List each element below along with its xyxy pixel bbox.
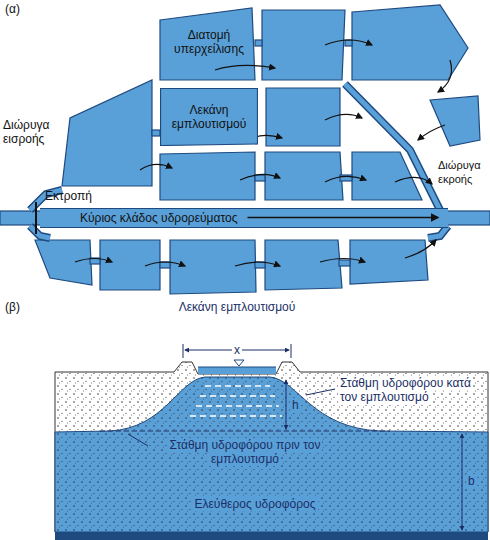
drawing-part [345,84,440,210]
panel-label: (β) [5,300,20,314]
drawing-part [183,344,184,358]
drawing-part [75,259,112,263]
basin [62,80,152,186]
drawing-part [325,176,366,182]
basin [170,240,256,294]
drawing-part [345,84,440,210]
drawing-part [286,380,287,429]
basin [160,152,255,200]
soil [55,362,488,532]
water-level-symbol [234,360,244,366]
label-holder: Εκτροπή [45,189,125,203]
drawing-part [55,362,488,532]
flow-arrow [247,217,438,219]
node-text: Λεκάνη εμπλουτισμού [166,103,252,131]
callout-label: Στάθμη υδροφόρου πριν τον εμπλουτισμό [168,438,323,466]
overflow-section [152,130,160,136]
drawing-part [140,164,172,170]
label-holder: x [229,343,245,357]
drawing-part [205,385,270,387]
drawing-part [240,174,280,180]
basin [430,96,480,146]
region-label: Ελεύθερος υδροφόρος [192,497,317,511]
drawing-part [198,367,276,368]
basin [350,240,428,284]
drawing-part [200,395,275,397]
overflow-section [255,262,265,268]
basin [100,240,160,290]
plan-view [0,5,490,294]
basin-shape [161,89,258,146]
infiltration [190,386,282,416]
label-holder: Διώρυγα εισροής [3,118,63,146]
impermeable-base [55,532,488,540]
label-holder: h [290,398,304,412]
dimension-label: h [290,398,301,412]
label-holder: (α) [5,2,35,16]
basin [160,8,255,80]
diversion-gate [35,202,37,234]
drawing-part [291,344,292,358]
callout-label: Λεκάνη εμπλουτισμού [179,300,296,314]
callout-label: Διατομή υπερχείλισης [174,28,244,56]
label-holder: b [466,474,480,488]
recharge-basin: Λεκάνη εμπλουτισμού [160,88,258,146]
callout-label: Διώρυγα εκροής [438,159,481,185]
drawing-part [306,389,335,395]
label-holder: Λεκάνη εμπλουτισμού [170,300,304,314]
label-holder: Διώρυγα εκροής [438,158,488,186]
drawing-part [405,240,436,258]
stream-channel: Κύριος κλάδος υδρορεύματος [40,208,448,228]
drawing-part [55,377,488,532]
basin [35,240,92,285]
section-view [55,344,488,540]
overflow-section [255,40,262,46]
label-holder: Ελεύθερος υδροφόρος [170,497,340,511]
drawing-part [145,262,185,266]
drawing-part [320,259,365,263]
drawing-part [418,125,445,140]
basin [352,5,468,80]
label-holder: (β) [5,300,35,314]
label-holder: Διατομή υπερχείλισης [165,28,253,56]
drawing-part [235,262,280,266]
basin [262,10,345,80]
overflow-section [255,175,265,181]
flow-arrows [75,40,452,266]
callout-label: Διώρυγα εισροής [3,118,49,146]
drawing-part [196,405,279,407]
drawing-part [395,177,432,184]
drawing-part [325,114,362,120]
drawing-part [215,65,275,70]
drawing-part [462,434,463,530]
callout-label: Εκτροπή [45,189,92,203]
panel-label: (α) [5,2,20,16]
label-holder: Στάθμη υδροφόρου κατά τον εμπλουτισμό [338,376,486,404]
drawing-part [325,40,372,45]
dimension-label: x [232,343,242,357]
water-table-before [100,430,390,431]
basin-water [198,367,276,374]
dimensions [128,344,462,530]
drawing-part [438,60,452,92]
aquifer [55,377,488,532]
drawing-part [190,415,282,417]
basin [265,152,343,200]
overflow-section [345,40,352,46]
label-holder: Στάθμη υδροφόρου πριν τον εμπλουτισμό [150,438,340,466]
overflow-section [339,260,350,266]
node-text: Κύριος κλάδος υδρορεύματος [80,211,237,225]
canals [30,84,448,238]
callout-label: Στάθμη υδροφόρου κατά τον εμπλουτισμό [338,376,473,404]
drawing-part [128,434,148,446]
dimension-label: b [466,474,477,488]
overflow-section [160,262,170,268]
